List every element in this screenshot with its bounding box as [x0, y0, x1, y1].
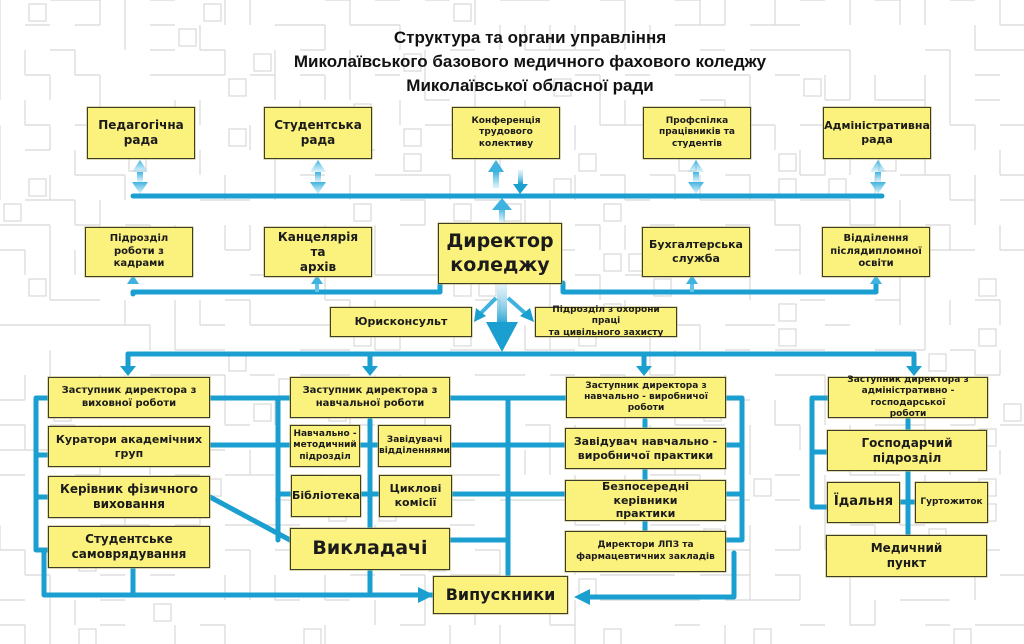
box-label: Юрисконсульт: [354, 315, 448, 329]
box-hr-unit[interactable]: Підрозділ роботи з кадрами: [85, 227, 193, 277]
box-label: Заступник директора з навчальної роботи: [302, 385, 438, 409]
double-arrow-icon: [310, 160, 326, 194]
diagram-title: Структура та органи управління Миколаївс…: [200, 26, 860, 98]
box-deputy-administrative[interactable]: Заступник директора з адміністративно - …: [828, 375, 988, 419]
box-canteen[interactable]: Їдальня: [827, 482, 900, 523]
double-arrow-icon: [132, 160, 148, 194]
box-label: Керівник фізичного виховання: [60, 482, 198, 511]
box-practice-manager[interactable]: Завідувач навчально - виробничої практик…: [565, 428, 726, 469]
box-label: Відділення післядипломної освіти: [830, 233, 922, 270]
box-labor-conference[interactable]: Конференція трудового колективу: [452, 107, 560, 159]
box-label: Студентська рада: [274, 118, 362, 147]
box-label: Бібліотека: [292, 489, 360, 503]
box-trade-union[interactable]: Профспілка працівників та студентів: [643, 107, 751, 159]
box-label: Директори ЛПЗ та фармацевтичних закладів: [576, 540, 715, 562]
box-library[interactable]: Бібліотека: [291, 475, 361, 517]
box-cycle-commissions[interactable]: Циклові комісії: [379, 475, 452, 517]
box-practice-supervisors[interactable]: Безпосередні керівники практики: [565, 480, 726, 521]
box-pedagogical-council[interactable]: Педагогічна рада: [87, 107, 195, 159]
box-label: Медичний пункт: [870, 541, 943, 570]
box-label: Заступник директора з адміністративно - …: [847, 375, 969, 419]
box-label: Заступник директора з навчально - виробн…: [584, 380, 708, 414]
box-methodical-unit[interactable]: Навчально - методичний підрозділ: [290, 425, 360, 467]
box-student-self-government[interactable]: Студентське самоврядування: [48, 526, 210, 568]
box-deputy-practical[interactable]: Заступник директора з навчально - виробн…: [566, 377, 726, 418]
box-admin-council[interactable]: Адміністративна рада: [823, 107, 931, 159]
box-label: Завідувачі відділеннями: [379, 434, 450, 456]
box-deputy-academic[interactable]: Заступник директора з навчальної роботи: [290, 377, 450, 418]
title-line-1: Структура та органи управління: [393, 28, 667, 47]
box-label: Гуртожиток: [920, 496, 983, 507]
double-arrow-icon: [688, 160, 704, 194]
box-dormitory[interactable]: Гуртожиток: [915, 482, 988, 523]
box-label: Викладачі: [312, 537, 428, 560]
box-label: Директор коледжу: [446, 229, 554, 276]
box-department-heads[interactable]: Завідувачі відділеннями: [378, 425, 451, 467]
box-hospital-pharmacy-directors[interactable]: Директори ЛПЗ та фармацевтичних закладів: [565, 531, 726, 572]
box-teachers[interactable]: Викладачі: [290, 528, 450, 570]
box-postgrad-dept[interactable]: Відділення післядипломної освіти: [822, 227, 930, 277]
box-label: Бухгалтерська служба: [649, 238, 743, 265]
box-label: Господарчий підрозділ: [861, 435, 953, 465]
box-label: Канцелярія та архів: [277, 229, 359, 274]
box-label: Куратори академічних груп: [55, 432, 203, 460]
box-label: Педагогічна рада: [98, 118, 184, 147]
title-line-3: Миколаївської обласної ради: [406, 76, 654, 95]
box-label: Підрозділ роботи з кадрами: [109, 233, 169, 270]
box-label: Адміністративна рада: [824, 119, 930, 146]
box-label: Їдальня: [833, 494, 894, 510]
box-label: Випускники: [445, 585, 556, 604]
box-label: Завідувач навчально - виробничої практик…: [573, 434, 718, 462]
box-director[interactable]: Директор коледжу: [438, 223, 562, 284]
box-label: Студентське самоврядування: [71, 532, 187, 561]
box-deputy-upbringing[interactable]: Заступник директора з виховної роботи: [48, 377, 210, 418]
double-arrow-icon: [870, 160, 886, 194]
box-student-council[interactable]: Студентська рада: [264, 107, 372, 159]
box-physical-education-head[interactable]: Керівник фізичного виховання: [48, 476, 210, 518]
box-group-curators[interactable]: Куратори академічних груп: [48, 426, 210, 467]
box-label: Профспілка працівників та студентів: [658, 116, 736, 149]
box-graduates[interactable]: Випускники: [433, 576, 568, 614]
box-safety-unit[interactable]: Підрозділ з охорони праці та цивільного …: [535, 305, 677, 338]
box-label: Підрозділ з охорони праці та цивільного …: [548, 305, 664, 338]
box-medical-post[interactable]: Медичний пункт: [826, 535, 987, 577]
box-label: Заступник директора з виховної роботи: [61, 385, 197, 409]
box-label: Навчально - методичний підрозділ: [293, 429, 357, 462]
title-line-2: Миколаївського базового медичного фахово…: [293, 52, 767, 71]
box-accounting[interactable]: Бухгалтерська служба: [642, 227, 750, 277]
box-label: Конференція трудового колективу: [471, 116, 541, 149]
box-office-archive[interactable]: Канцелярія та архів: [264, 227, 372, 277]
box-legal-counsel[interactable]: Юрисконсульт: [330, 307, 472, 337]
box-label: Безпосередні керівники практики: [602, 479, 689, 521]
box-household-unit[interactable]: Господарчий підрозділ: [827, 430, 987, 471]
box-label: Циклові комісії: [389, 482, 442, 509]
